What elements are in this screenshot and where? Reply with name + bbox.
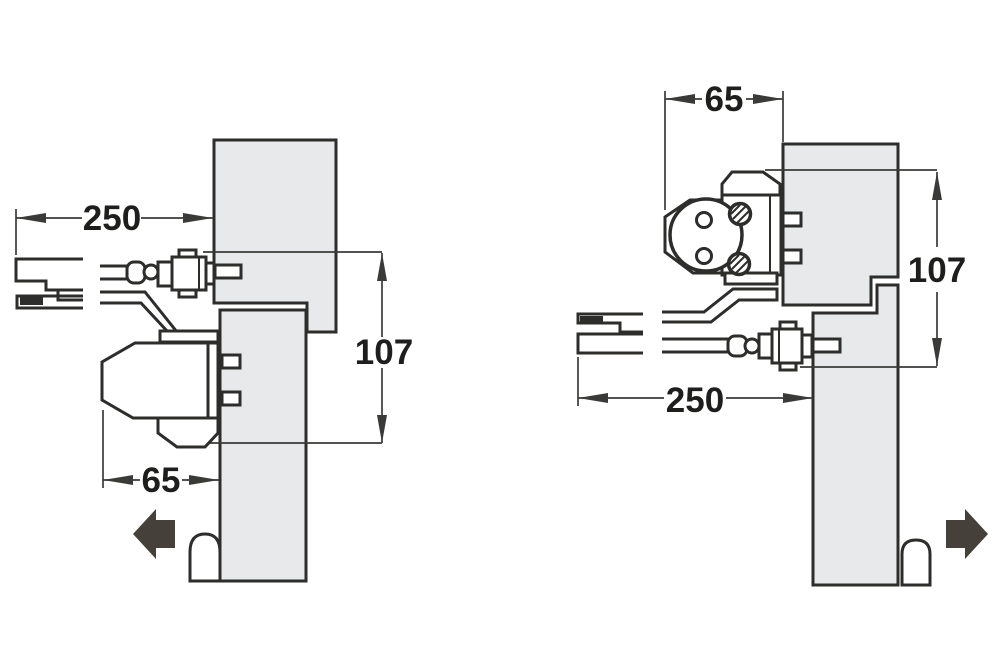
- dim-arrowhead-left: [103, 475, 133, 485]
- dim-arrowhead-up: [377, 253, 387, 281]
- mounting-lug: [220, 390, 242, 407]
- body-plate-bar: [723, 271, 779, 286]
- mounting-screw: [727, 201, 753, 227]
- body-mount-strip: [206, 341, 220, 420]
- frame-section: [212, 138, 338, 334]
- clamp-plate: [800, 333, 814, 359]
- frame-section: [781, 142, 900, 307]
- mounting-lug: [781, 211, 803, 228]
- arm-clamp: [770, 327, 804, 365]
- clamp-tab: [778, 361, 798, 372]
- hinge-pin: [900, 538, 932, 587]
- mounting-lug: [781, 248, 803, 265]
- rod-end-cap: [125, 260, 147, 285]
- arm-rod: [662, 337, 731, 354]
- arm-pivot: [743, 337, 761, 355]
- closer-arm: [662, 287, 842, 372]
- right-mounting-view: 65 107 250: [576, 80, 988, 587]
- body-end-cap: [156, 416, 220, 449]
- spindle-notch: [811, 337, 842, 354]
- dim-label-height: 107: [908, 251, 966, 290]
- shoe-foot: [580, 316, 603, 323]
- clamp-plate: [204, 261, 216, 286]
- mounting-lug: [220, 353, 242, 370]
- arm-clamp: [170, 255, 208, 292]
- clamp-tab: [778, 320, 798, 331]
- body-housing: [100, 341, 210, 420]
- closer-arm: [100, 248, 243, 334]
- dim-arrowhead-down: [377, 415, 387, 443]
- dim-arrowhead-left: [16, 213, 46, 223]
- dim-arrowhead-left: [665, 94, 695, 104]
- arm-shoe: [14, 257, 83, 310]
- clamp-tab: [177, 288, 198, 299]
- door-panel: [218, 308, 308, 583]
- arm-pivot: [142, 263, 160, 281]
- dim-label-height: 107: [355, 333, 413, 372]
- dim-arrowhead-left: [578, 393, 608, 403]
- dim-arrowhead-right: [183, 213, 213, 223]
- closer-cylinder-face: [668, 197, 744, 273]
- spindle-hole: [695, 211, 713, 229]
- clamp-tab: [177, 248, 198, 259]
- dim-arrowhead-up: [932, 172, 942, 200]
- hinge-pin: [188, 532, 222, 583]
- arm-rod: [100, 264, 131, 281]
- arm-link: [156, 260, 174, 288]
- dim-label-width: 250: [666, 381, 724, 420]
- opening-direction-arrow-right-icon: [946, 509, 988, 559]
- spindle-hole: [695, 247, 713, 265]
- dim-arrowhead-right: [783, 393, 813, 403]
- dim-label-width: 250: [83, 199, 141, 238]
- shoe-foot: [20, 297, 43, 305]
- dim-arrowhead-down: [932, 338, 942, 366]
- left-mounting-view: 250 107 65: [14, 138, 413, 583]
- closer-body: [100, 329, 242, 449]
- opening-direction-arrow-left-icon: [133, 509, 175, 559]
- arm-shoe: [576, 312, 643, 355]
- dim-label-depth: 65: [705, 80, 744, 119]
- body-top-cap: [720, 170, 782, 197]
- door-panel: [811, 283, 900, 587]
- arm-link: [757, 332, 774, 360]
- closer-body: [663, 170, 803, 286]
- dim-label-depth: 65: [142, 461, 181, 500]
- forearm: [662, 287, 779, 324]
- mounting-screw: [726, 251, 752, 277]
- dim-arrowhead-right: [753, 94, 783, 104]
- body-plate-bar: [158, 329, 220, 344]
- dim-arrowhead-right: [189, 475, 219, 485]
- spindle-notch: [213, 263, 243, 280]
- forearm: [100, 290, 181, 334]
